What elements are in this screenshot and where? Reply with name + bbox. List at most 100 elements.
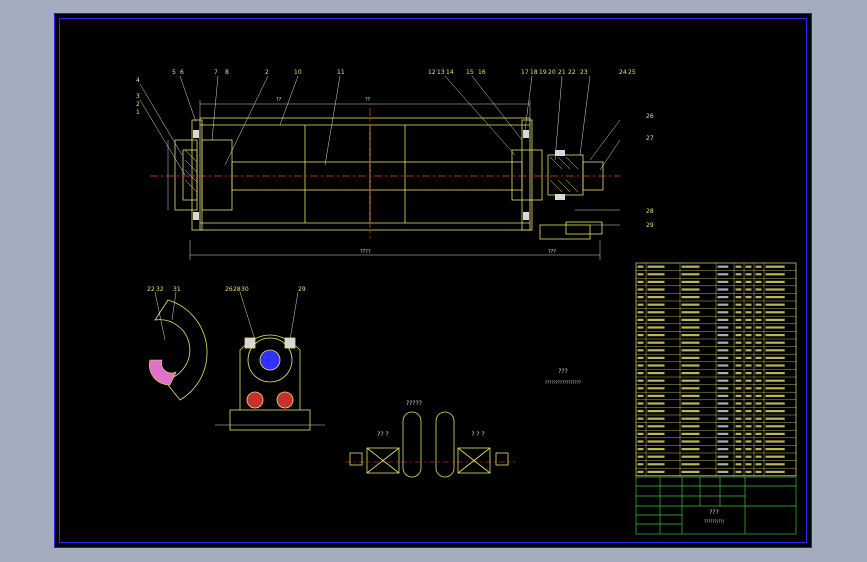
table-cell-text <box>647 364 665 367</box>
table-cell-text <box>637 349 644 352</box>
table-cell-text <box>755 356 762 359</box>
table-cell-text <box>755 303 762 306</box>
detail-roller-right <box>435 411 455 478</box>
right-foot <box>565 221 603 235</box>
table-cell-text <box>637 463 644 466</box>
table-cell-text <box>647 296 665 299</box>
bolt-hole-left <box>246 391 264 409</box>
detail-title: ????? <box>406 400 422 407</box>
table-cell-text <box>681 425 700 428</box>
table-cell-text <box>717 280 729 283</box>
table-cell-text <box>681 394 700 397</box>
table-cell-text <box>735 379 742 382</box>
left-hub <box>201 139 233 211</box>
table-cell-text <box>745 387 752 390</box>
table-cell-text <box>647 379 665 382</box>
table-cell-text <box>745 349 752 352</box>
table-cell-text <box>637 296 644 299</box>
table-cell-text <box>681 311 700 314</box>
shaft-section <box>259 349 281 371</box>
table-cell-text <box>717 349 729 352</box>
table-cell-text <box>755 318 762 321</box>
table-cell-text <box>717 432 729 435</box>
table-cell-text <box>755 394 762 397</box>
table-cell-text <box>745 288 752 291</box>
balloon: 20 <box>548 69 556 76</box>
table-cell-text <box>717 288 729 291</box>
title-block-title: ??? <box>709 509 719 516</box>
table-cell-text <box>647 341 665 344</box>
table-cell-text <box>681 265 700 268</box>
table-cell-text <box>755 417 762 420</box>
table-cell-text <box>647 356 665 359</box>
table-cell-text <box>745 394 752 397</box>
table-cell-text <box>717 356 729 359</box>
table-cell-text <box>735 432 742 435</box>
housing-body <box>239 334 301 410</box>
drum-tube <box>199 117 531 231</box>
table-cell-text <box>765 372 785 375</box>
table-cell-text <box>765 425 785 428</box>
table-cell-text <box>647 265 665 268</box>
table-cell-text <box>755 296 762 299</box>
table-cell-text <box>745 311 752 314</box>
table-cell-text <box>755 402 762 405</box>
table-cell-text <box>735 356 742 359</box>
balloon: 28 <box>646 208 654 215</box>
table-cell-text <box>755 425 762 428</box>
table-cell-text <box>765 470 785 473</box>
bearing-housing-view <box>215 291 325 431</box>
title-block-frame <box>635 476 797 535</box>
bearing-section-view: 22 32 31 <box>147 286 208 401</box>
table-cell-text <box>735 349 742 352</box>
table-cell-text <box>681 455 700 458</box>
table-cell-text <box>755 364 762 367</box>
table-cell-text <box>765 440 785 443</box>
table-cell-text <box>735 417 742 420</box>
table-cell-text <box>735 326 742 329</box>
table-cell-text <box>717 334 729 337</box>
balloon: 22 <box>568 69 576 76</box>
table-cell-text <box>717 402 729 405</box>
table-cell-text <box>735 296 742 299</box>
table-cell-text <box>637 440 644 443</box>
note-text: ????????????????? <box>545 380 581 385</box>
table-cell-text <box>637 394 644 397</box>
table-cell-text <box>765 417 785 420</box>
table-cell-text <box>745 455 752 458</box>
table-cell-text <box>735 394 742 397</box>
table-cell-text <box>755 379 762 382</box>
table-cell-text <box>637 387 644 390</box>
balloon: 29 <box>646 222 654 229</box>
bolt-head <box>244 337 256 349</box>
table-cell-text <box>647 432 665 435</box>
table-cell-text <box>745 273 752 276</box>
balloon: 18 <box>530 69 538 76</box>
table-cell-text <box>765 410 785 413</box>
table-cell-text <box>745 265 752 268</box>
left-bearing <box>182 149 198 201</box>
table-cell-text <box>735 265 742 268</box>
balloon: 19 <box>539 69 547 76</box>
table-cell-text <box>755 448 762 451</box>
table-cell-text <box>647 288 665 291</box>
table-cell-text <box>765 394 785 397</box>
table-cell-text <box>745 341 752 344</box>
table-cell-text <box>717 455 729 458</box>
table-cell-text <box>717 410 729 413</box>
table-cell-text <box>637 432 644 435</box>
table-cell-text <box>637 311 644 314</box>
part-numbers-left: 4 3 2 1 <box>136 77 140 116</box>
table-cell-text <box>717 440 729 443</box>
drawing-sheet <box>54 13 812 548</box>
table-cell-text <box>755 387 762 390</box>
table-cell-text <box>681 463 700 466</box>
table-cell-text <box>745 432 752 435</box>
table-cell-text <box>745 417 752 420</box>
balloon: 10 <box>294 69 302 76</box>
hatching <box>184 149 579 193</box>
table-cell-text <box>745 326 752 329</box>
table-cell-text <box>717 425 729 428</box>
table-cell-text <box>647 410 665 413</box>
table-cell-text <box>765 356 785 359</box>
